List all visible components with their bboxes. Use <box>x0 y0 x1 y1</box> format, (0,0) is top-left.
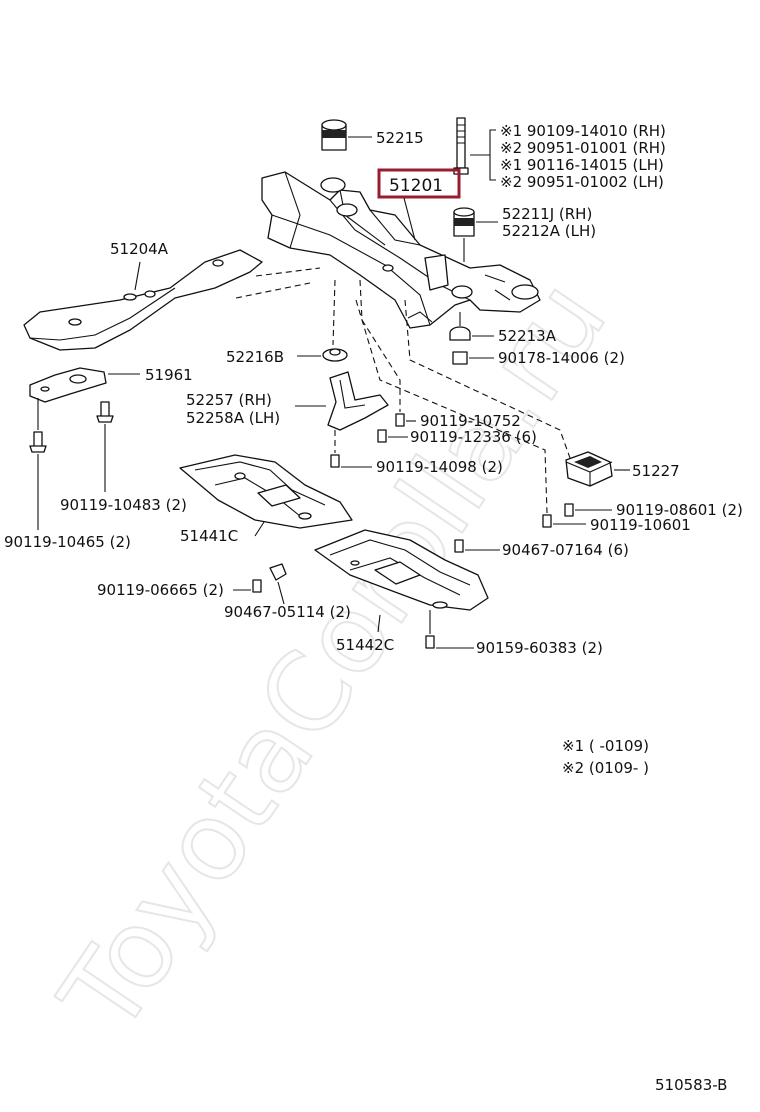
label-90159: 90159-60383 (2) <box>476 639 603 657</box>
label-52257: 52257 (RH) <box>186 391 272 409</box>
bolt-90119-10483 <box>96 401 114 492</box>
label-51201[interactable]: 51201 <box>389 176 443 196</box>
label-90178: 90178-14006 (2) <box>498 349 625 367</box>
label-bolt-variant-4: ※2 90951-01002 (LH) <box>500 173 664 191</box>
bolt-90119-10465 <box>29 398 47 530</box>
cover-51441c <box>179 454 353 537</box>
label-90119-12336: 90119-12336 (6) <box>410 428 537 446</box>
bolt-90109 <box>453 117 496 181</box>
bushing-52211j <box>453 207 498 262</box>
label-52258a: 52258A (LH) <box>186 409 280 427</box>
label-51961: 51961 <box>145 366 193 384</box>
label-90119-10601: 90119-10601 <box>590 516 691 534</box>
diagram-code: 510583-B <box>655 1076 727 1094</box>
label-52212a: 52212A (LH) <box>502 222 596 240</box>
bracket-52257 <box>295 279 416 468</box>
label-bolt-variant-3: ※1 90116-14015 (LH) <box>500 156 664 174</box>
label-bolt-variant-2: ※2 90951-01001 (RH) <box>500 139 666 157</box>
stopper-52213a <box>449 312 494 365</box>
label-52215: 52215 <box>376 129 424 147</box>
label-52213a: 52213A <box>498 327 557 345</box>
crossmember-51201-drawing <box>261 171 541 329</box>
label-90467-05114: 90467-05114 (2) <box>224 603 351 621</box>
label-52216b: 52216B <box>226 348 284 366</box>
label-51204a: 51204A <box>110 240 169 258</box>
bushing-52215 <box>321 119 372 151</box>
label-51441c: 51441C <box>180 527 238 545</box>
label-90119-08601: 90119-08601 (2) <box>616 501 743 519</box>
label-90119-10465: 90119-10465 (2) <box>4 533 131 551</box>
label-51227: 51227 <box>632 462 680 480</box>
label-90119-14098: 90119-14098 (2) <box>376 458 503 476</box>
bushing-52216b <box>297 279 348 362</box>
highlight-box-51201 <box>377 168 461 199</box>
label-90119-10752: 90119-10752 <box>420 412 521 430</box>
bolt-90119-06665 <box>233 563 287 605</box>
footnote-1: ※1 ( -0109) <box>562 737 649 755</box>
label-90467-07164: 90467-07164 (6) <box>502 541 629 559</box>
plate-51961 <box>29 367 140 403</box>
bracket-51204a <box>23 249 321 351</box>
cover-51442c <box>314 529 500 649</box>
footnote-2: ※2 (0109- ) <box>562 759 649 777</box>
label-90119-10483: 90119-10483 (2) <box>60 496 187 514</box>
label-90119-06665: 90119-06665 (2) <box>97 581 224 599</box>
mount-51227 <box>355 299 630 528</box>
label-bolt-variant-1: ※1 90109-14010 (RH) <box>500 122 666 140</box>
label-52211j: 52211J (RH) <box>502 205 592 223</box>
label-51442c: 51442C <box>336 636 394 654</box>
